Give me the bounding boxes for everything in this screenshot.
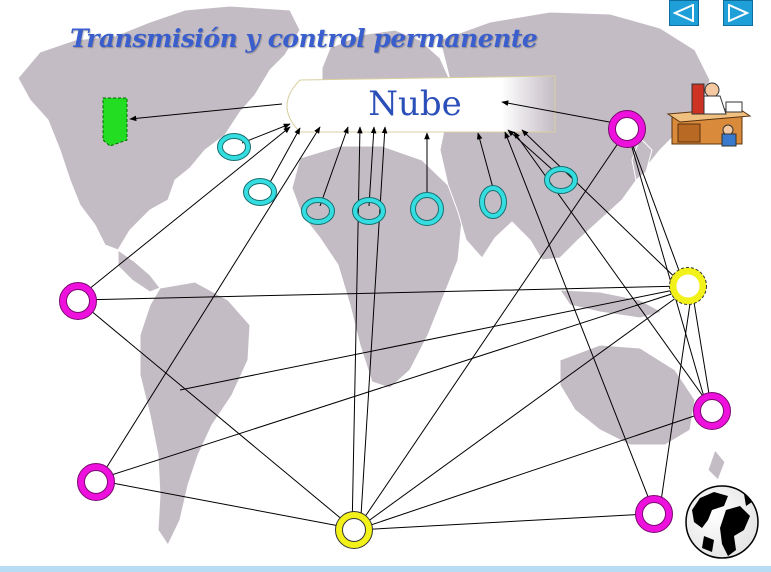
sensor-ring	[301, 197, 335, 225]
map-australia	[559, 344, 696, 446]
station-ring	[693, 392, 731, 430]
map-indonesia	[559, 289, 664, 319]
sensor-ring	[544, 166, 578, 194]
magenta-stations	[59, 110, 731, 533]
sensor-ring	[479, 185, 507, 219]
map-central-america	[117, 249, 161, 293]
station-ring	[608, 110, 646, 148]
cloud-label: Nube	[368, 84, 462, 124]
next-slide-button[interactable]	[723, 0, 753, 26]
hub-ring-east	[669, 267, 707, 305]
cyan-sensors	[217, 133, 578, 226]
map-asia	[439, 11, 711, 261]
world-map	[17, 5, 726, 547]
arrow-cloud-to-indicator	[129, 103, 283, 122]
station-mesh	[77, 129, 712, 531]
hub-ring-south	[335, 511, 373, 549]
map-japan	[631, 137, 653, 181]
previous-slide-button[interactable]	[669, 0, 699, 26]
map-north-america	[17, 5, 301, 251]
station-uplinks	[77, 100, 711, 533]
map-new-zealand	[707, 449, 726, 481]
sensor-ring	[410, 192, 444, 226]
sensor-ring	[217, 133, 251, 161]
globe-icon	[685, 485, 759, 559]
station-ring	[635, 495, 673, 533]
cloud-shape	[286, 75, 556, 133]
triangle-left-icon	[673, 4, 694, 22]
bottom-bar	[0, 566, 771, 572]
sensor-ring	[243, 178, 277, 206]
office-worker-icon	[666, 82, 752, 147]
map-africa	[291, 145, 463, 389]
map-south-america	[139, 281, 251, 547]
page-title: Transmisión y control permanente	[70, 24, 538, 53]
station-ring	[59, 282, 97, 320]
station-ring	[77, 463, 115, 501]
triangle-right-icon	[728, 4, 749, 22]
sensor-ring	[352, 197, 386, 225]
green-indicator	[102, 97, 128, 147]
